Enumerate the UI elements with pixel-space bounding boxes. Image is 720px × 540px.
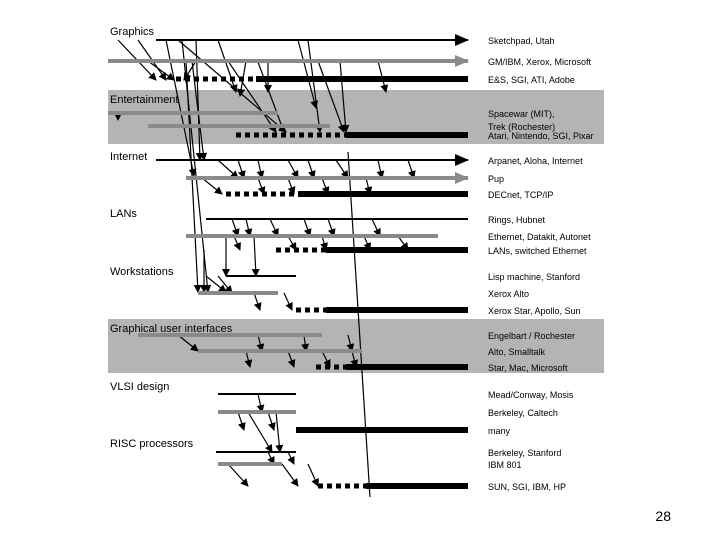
connector-arrow-48 bbox=[217, 275, 233, 294]
row-label-5-1: Lisp machine, Stanford bbox=[488, 272, 580, 282]
connector-arrow-26 bbox=[376, 159, 385, 179]
long-vertical-line bbox=[347, 151, 371, 498]
row-label-6-3: Star, Mac, Microsoft bbox=[488, 363, 568, 373]
row-label-8-2: IBM 801 bbox=[488, 460, 522, 470]
row-label-2-1: Spacewar (MIT), bbox=[488, 109, 555, 119]
row-label-1-2: GM/IBM, Xerox, Microsoft bbox=[488, 57, 592, 67]
section-title-2: Entertainment bbox=[110, 94, 178, 106]
connector-arrow-20 bbox=[217, 159, 239, 179]
row-label-1-3: E&S, SGI, ATI, Adobe bbox=[488, 75, 575, 85]
connector-arrow-58 bbox=[346, 334, 355, 352]
connector-arrow-63 bbox=[275, 411, 284, 453]
connector-arrow-30 bbox=[287, 177, 296, 195]
connector-arrow-5 bbox=[217, 39, 238, 93]
connector-arrow-22 bbox=[256, 159, 265, 179]
connector-arrow-37 bbox=[327, 218, 336, 237]
connector-arrow-47 bbox=[205, 275, 227, 293]
connector-arrow-50 bbox=[253, 292, 262, 311]
row-label-7-1: Mead/Conway, Mosis bbox=[488, 390, 574, 400]
connector-arrow-65 bbox=[287, 451, 295, 465]
connector-arrow-8 bbox=[297, 39, 319, 109]
connector-arrow-56 bbox=[321, 350, 331, 368]
row-label-7-2: Berkeley, Caltech bbox=[488, 408, 558, 418]
section-titles: GraphicsEntertainmentInternetLANsWorksta… bbox=[110, 26, 233, 450]
connector-arrow-62 bbox=[247, 411, 273, 453]
connector-arrow-38 bbox=[371, 218, 381, 237]
connector-arrow-39 bbox=[233, 235, 241, 251]
timeline-lines bbox=[108, 34, 469, 489]
row-label-6-2: Alto, Smalltalk bbox=[488, 347, 546, 357]
connector-arrow-34 bbox=[244, 218, 253, 237]
connector-arrow-29 bbox=[257, 177, 266, 195]
row-label-4-3: LANs, switched Ethernet bbox=[488, 246, 587, 256]
connector-arrow-35 bbox=[269, 218, 279, 237]
connector-arrow-33 bbox=[231, 218, 240, 237]
connector-arrow-45 bbox=[251, 235, 260, 277]
connector-arrow-61 bbox=[237, 411, 246, 431]
connector-arrow-9 bbox=[307, 39, 324, 133]
section-title-1: Graphics bbox=[110, 26, 155, 38]
connector-arrow-3 bbox=[147, 60, 175, 81]
connector-arrow-15 bbox=[257, 61, 286, 133]
row-label-2-2: Trek (Rochester) bbox=[488, 122, 555, 132]
connector-arrow-14 bbox=[227, 60, 277, 133]
row-label-2-3: Atari, Nintendo, SGI, Pixar bbox=[488, 131, 594, 141]
section-title-3: Internet bbox=[110, 151, 147, 163]
row-label-3-2: Pup bbox=[488, 174, 504, 184]
row-label-3-1: Arpanet, Aloha, Internet bbox=[488, 156, 583, 166]
section-title-5: Workstations bbox=[110, 266, 174, 278]
section-title-4: LANs bbox=[110, 208, 137, 220]
row-label-7-3: many bbox=[488, 426, 511, 436]
section-title-7: VLSI design bbox=[110, 381, 169, 393]
connector-arrow-54 bbox=[244, 350, 253, 368]
connector-arrow-51 bbox=[177, 334, 199, 352]
connector-arrow-67 bbox=[281, 463, 299, 487]
connector-arrow-66 bbox=[307, 463, 319, 487]
row-label-1-1: Sketchpad, Utah bbox=[488, 36, 555, 46]
connector-arrow-53 bbox=[301, 334, 310, 352]
connector-arrow-59 bbox=[256, 393, 265, 413]
section-title-6: Graphical user interfaces bbox=[110, 323, 233, 335]
connector-arrow-60 bbox=[267, 411, 276, 431]
row-label-4-1: Rings, Hubnet bbox=[488, 215, 546, 225]
row-label-5-3: Xerox Star, Apollo, Sun bbox=[488, 306, 581, 316]
row-label-6-1: Engelbart / Rochester bbox=[488, 331, 575, 341]
row-label-3-3: DECnet, TCP/IP bbox=[488, 190, 553, 200]
connector-arrow-11 bbox=[339, 60, 350, 133]
page-number: 28 bbox=[655, 508, 671, 524]
connector-arrow-68 bbox=[227, 463, 249, 487]
row-label-8-1: Berkeley, Stanford bbox=[488, 448, 561, 458]
connector-arrow-25 bbox=[335, 159, 349, 179]
section-title-8: RISC processors bbox=[110, 438, 194, 450]
shaded-bands bbox=[108, 90, 604, 373]
row-label-4-2: Ethernet, Datakit, Autonet bbox=[488, 232, 591, 242]
connector-arrow-27 bbox=[407, 159, 416, 179]
connector-arrow-10 bbox=[317, 60, 346, 133]
diagonal-line-1 bbox=[181, 39, 212, 293]
timeline-svg: GraphicsEntertainmentInternetLANsWorksta… bbox=[108, 26, 604, 498]
connector-arrow-52 bbox=[256, 334, 265, 352]
connector-arrow-36 bbox=[303, 218, 312, 237]
connector-arrow-49 bbox=[283, 292, 293, 311]
row-label-8-3: SUN, SGI, IBM, HP bbox=[488, 482, 566, 492]
connector-arrow-23 bbox=[287, 159, 299, 179]
connector-arrow-24 bbox=[307, 159, 316, 179]
connector-arrow-21 bbox=[237, 159, 246, 179]
connector-arrow-55 bbox=[287, 350, 296, 368]
row-label-5-2: Xerox Alto bbox=[488, 289, 529, 299]
connector-arrow-28 bbox=[201, 177, 223, 195]
